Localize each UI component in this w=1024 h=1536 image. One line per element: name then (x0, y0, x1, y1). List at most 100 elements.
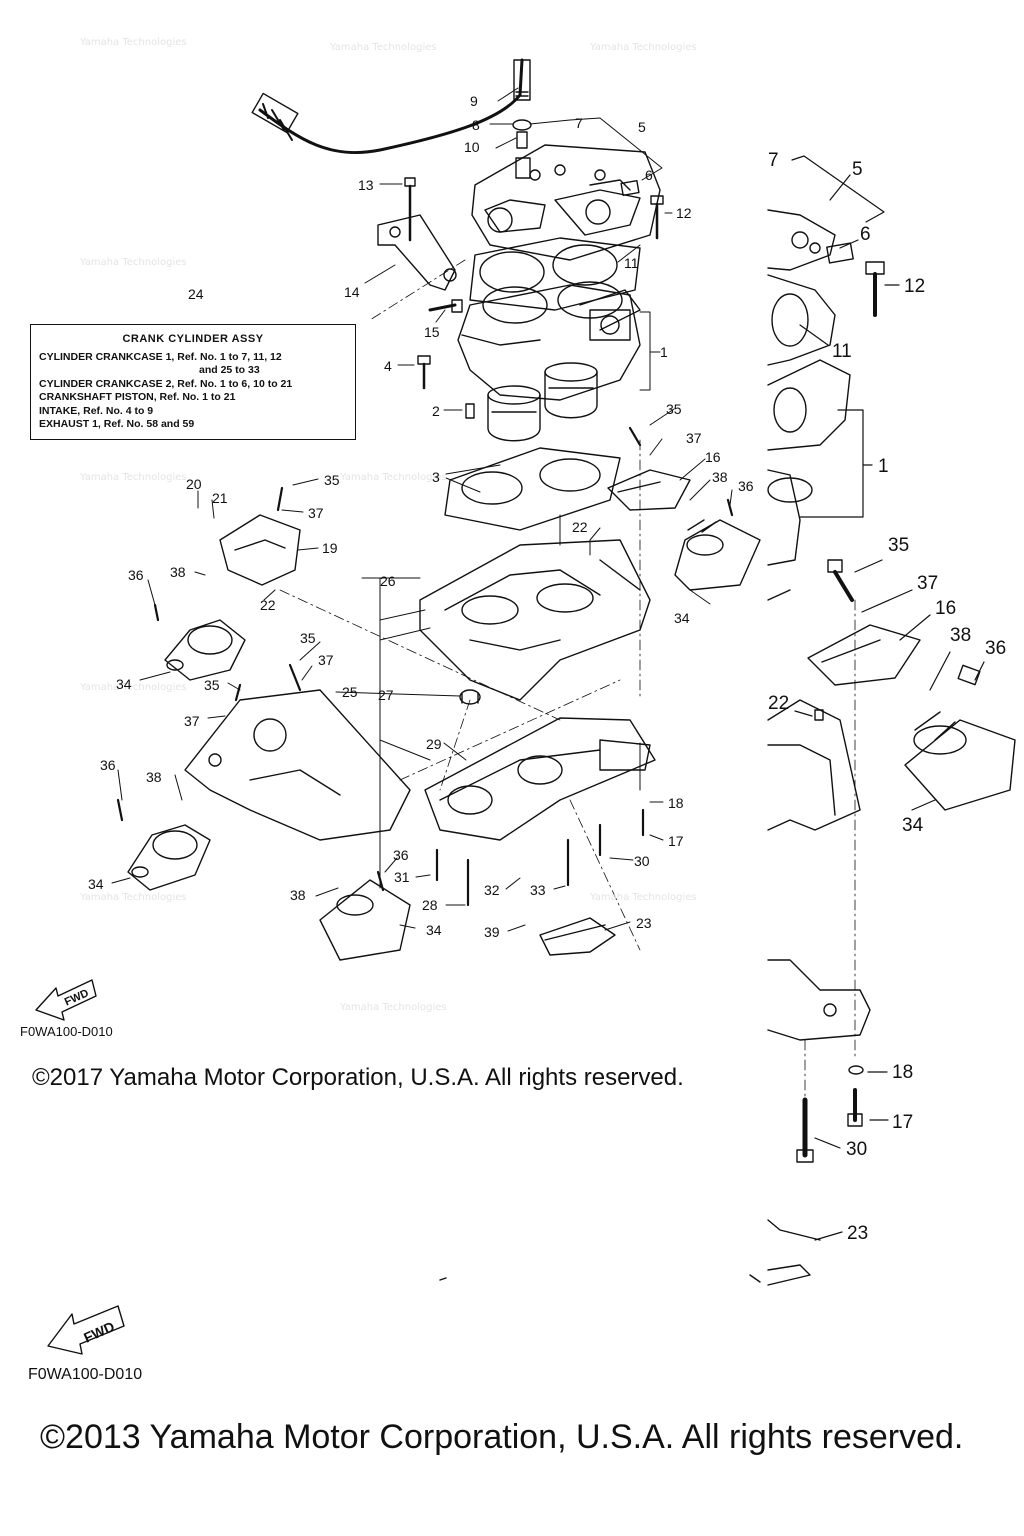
part-label: 28 (422, 897, 438, 913)
note-title: CRANK CYLINDER ASSY (122, 333, 264, 345)
part-label: 35 (888, 535, 909, 556)
part-label: 34 (88, 876, 104, 892)
part-label: 15 (424, 324, 440, 340)
part-label: 33 (530, 882, 546, 898)
copyright-notice-2: ©2013 Yamaha Motor Corporation, U.S.A. A… (40, 1418, 964, 1456)
alignment-lines (279, 259, 641, 951)
part-label: 3 (432, 469, 440, 485)
zoom-bolt-35 (827, 559, 854, 602)
upper-crankcase (419, 539, 651, 701)
part-label: 32 (484, 882, 500, 898)
svg-text:Yamaha Technologies: Yamaha Technologies (589, 42, 697, 53)
part-label: 37 (184, 713, 200, 729)
part-label: 27 (378, 687, 394, 703)
watermarks: Yamaha Technologies Yamaha Technologies … (79, 37, 697, 1013)
magneto-cover (184, 689, 411, 841)
svg-text:Yamaha Technologies: Yamaha Technologies (79, 682, 187, 693)
part-label: 20 (186, 476, 202, 492)
part-label: 26 (380, 573, 396, 589)
zoom-leader-lines (791, 155, 985, 1241)
part-label: 34 (426, 922, 442, 938)
zoom-intake-manifold (904, 664, 1016, 811)
part-label: 25 (342, 684, 358, 700)
part-label: 5 (638, 119, 646, 135)
part-label: 2 (432, 403, 440, 419)
cover-23 (539, 917, 616, 956)
note-line: CRANKSHAFT PISTON, Ref. No. 1 to 21 (39, 391, 236, 403)
bolt-15 (428, 299, 463, 313)
part-label: 35 (204, 677, 220, 693)
zoom-crankcase (767, 589, 871, 1041)
part-label: 6 (860, 224, 871, 245)
part-label: 37 (917, 573, 938, 594)
zoom-bolts (796, 1065, 864, 1163)
part-label: 36 (393, 847, 409, 863)
part-label: 19 (322, 540, 338, 556)
part-label: 35 (324, 472, 340, 488)
reed-valve (607, 469, 691, 511)
leader-lines (111, 87, 733, 932)
head-bolts (404, 177, 664, 242)
base-gasket (444, 447, 621, 531)
figure-code-1: F0WA100-D010 (20, 1024, 113, 1039)
part-label: 36 (985, 638, 1006, 659)
part-label: 35 (300, 630, 316, 646)
copyright-notice-1: ©2017 Yamaha Motor Corporation, U.S.A. A… (32, 1064, 684, 1091)
part-label: 4 (384, 358, 392, 374)
cylinder-block (457, 281, 641, 401)
zoom-alignment-lines (804, 599, 856, 1101)
svg-text:Yamaha Technologies: Yamaha Technologies (79, 257, 187, 268)
part-label: 34 (116, 676, 132, 692)
part-label: 5 (852, 159, 863, 180)
part-label: 39 (484, 924, 500, 940)
part-label: 14 (344, 284, 360, 300)
part-label: 11 (832, 341, 852, 362)
note-line: and 25 to 33 (199, 364, 260, 376)
part-label: 8 (472, 117, 480, 133)
part-label: 21 (212, 490, 228, 506)
part-label: 36 (100, 757, 116, 773)
part-label: 12 (676, 205, 692, 221)
cylinder-head (471, 144, 661, 261)
head-gasket (469, 237, 641, 311)
intake-manifold-lower (319, 879, 411, 961)
part-label: 23 (636, 915, 652, 931)
note-line: CYLINDER CRANKCASE 2, Ref. No. 1 to 6, 1… (39, 377, 293, 390)
part-label: 30 (846, 1139, 867, 1160)
part-label: 6 (645, 167, 653, 183)
engine-mount-upper (164, 619, 246, 681)
part-label: 38 (950, 625, 971, 646)
svg-text:Yamaha Technologies: Yamaha Technologies (339, 472, 447, 483)
part-label: 17 (892, 1112, 913, 1133)
svg-text:Yamaha Technologies: Yamaha Technologies (329, 42, 437, 53)
part-label: 29 (426, 736, 442, 752)
part-label: 11 (624, 255, 639, 271)
part-label: 38 (146, 769, 162, 785)
part-label: 9 (470, 93, 478, 109)
part-label: 38 (712, 469, 728, 485)
zoom-cylinder (767, 359, 851, 566)
engine-mount-bracket-19 (219, 514, 301, 586)
part-label: 24 (188, 286, 204, 302)
part-label: 17 (668, 833, 684, 849)
part-label: 23 (847, 1223, 868, 1244)
lower-crankcase (424, 717, 656, 841)
fwd-labels: FWD FWD (63, 987, 117, 1345)
svg-text:Yamaha Technologies: Yamaha Technologies (79, 37, 187, 48)
part-label: 30 (634, 853, 650, 869)
part-label: 13 (358, 177, 374, 193)
crankcase-bolts (116, 426, 734, 907)
bolt-4-dowel-2 (417, 355, 475, 419)
main-part-labels: 9 8 7 5 10 6 13 12 11 24 14 15 1 4 2 35 … (88, 93, 754, 940)
note-line: CYLINDER CRANKCASE 1, Ref. No. 1 to 7, 1… (39, 350, 282, 363)
engine-mount-lower (127, 824, 211, 891)
part-label: 34 (674, 610, 690, 626)
part-label: 34 (902, 815, 924, 836)
part-label: 36 (738, 478, 754, 494)
svg-text:Yamaha Technologies: Yamaha Technologies (339, 1002, 447, 1013)
part-label: 37 (308, 505, 324, 521)
zoom-cylinder-head (767, 209, 854, 366)
svg-text:Yamaha Technologies: Yamaha Technologies (79, 472, 187, 483)
intake-manifold-upper (674, 519, 761, 591)
